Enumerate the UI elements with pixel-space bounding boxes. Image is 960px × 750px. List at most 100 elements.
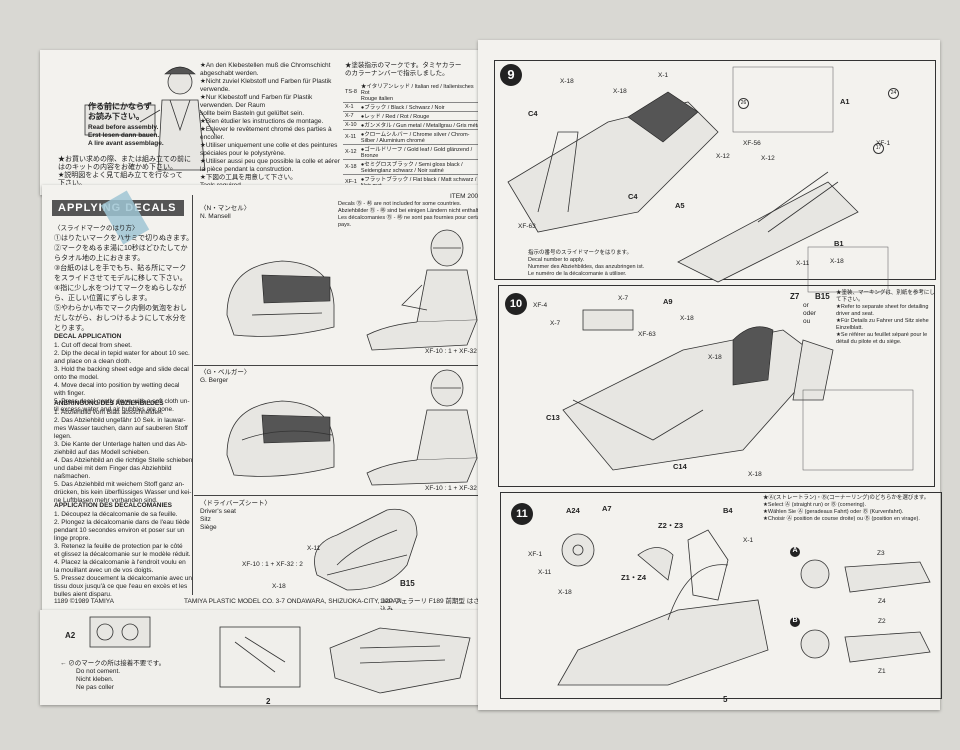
callout-label: X-18: [560, 78, 574, 85]
part-a2: A2: [65, 631, 76, 640]
no-cement-jp: ← ⊘のマークの所は接着不要です。: [60, 660, 166, 667]
seat-b15: B15: [400, 579, 415, 588]
decal-de-steps: 1. Abziehbild vom Blatt ausschneiden. 2.…: [54, 409, 193, 504]
paint-code: X-12: [343, 144, 359, 160]
paint-code: X-18: [343, 159, 359, 175]
footer-address: TAMIYA PLASTIC MODEL CO. 3-7 ONDAWARA, S…: [184, 598, 404, 605]
berger-paint-mix: XF-10 : 1 + XF-32 : 2: [425, 485, 486, 492]
paint-name: ●ゴールドリーフ / Gold leaf / Gold glänzend / B…: [358, 144, 485, 160]
paint-row: TS-8★イタリアンレッド / Italian red / Italienisc…: [343, 82, 485, 103]
seat-label: Driver's seat Sitz Siège: [200, 508, 236, 531]
mansell-paint-mix: XF-10 : 1 + XF-32 : 2: [425, 348, 486, 355]
paint-code: TS-8: [343, 82, 359, 103]
paint-name: ●ブラック / Black / Schwarz / Noir: [358, 102, 485, 112]
opt-a-z3: Z3: [877, 550, 885, 557]
engine-detail-drawing: [219, 626, 301, 688]
step-9-decal-note: 指示の番号のスライドマークをはります。 Decal number to appl…: [528, 250, 645, 277]
step-11-cockpit-drawing: [557, 529, 769, 686]
paint-code: X-11: [343, 129, 359, 145]
callout-label: A7: [602, 504, 612, 513]
decal-fr-steps: 1. Découpez la décalcomanie de sa feuill…: [54, 511, 193, 598]
intro-en: Read before assembly.: [88, 124, 159, 131]
callout-label: X-18: [830, 258, 844, 265]
page-number-left: 2: [266, 697, 271, 706]
callout-label: A1: [840, 97, 850, 106]
intro-fr: A lire avant assemblage.: [88, 140, 164, 147]
paint-code: X-7: [343, 111, 359, 121]
callout-label: Z2・Z3: [658, 521, 684, 530]
section-divider-2: [194, 495, 484, 496]
callout-label: Z1・Z4: [621, 573, 647, 582]
step-10-chassis-drawing: [562, 309, 914, 471]
callout-label: XF-56: [743, 140, 761, 147]
callout-label: C14: [673, 462, 687, 471]
callout-label: XF-63: [518, 223, 536, 230]
decal-sheet: APPLYING DECALS ITEM 20023 〈スライドマークのはり方〉…: [42, 185, 490, 613]
page-2-fragment: A2 ← ⊘のマークの所は接着不要です。 Do not cement. Nich…: [40, 610, 485, 706]
callout-label: X-18: [558, 589, 572, 596]
paint-name: ★イタリアンレッド / Italian red / Italienisches …: [358, 82, 485, 103]
decal-fr-title: APPLICATION DES DECALCOMANIES: [54, 502, 172, 509]
callout-label: A5: [675, 201, 685, 210]
seat-jp-label: 〈ドライバーズシート〉: [200, 500, 272, 507]
paint-row: X-1●ブラック / Black / Schwarz / Noir: [343, 102, 485, 112]
callout-label: XF-4: [533, 302, 548, 309]
mansell-helmet-drawing: [226, 260, 335, 337]
step-10-or: or oder ou: [803, 302, 817, 325]
option-b: B: [790, 617, 800, 627]
no-cement-fr: Ne pas coller: [76, 684, 114, 691]
seat-x11: X-11: [307, 545, 321, 552]
berger-helmet-drawing: [226, 400, 335, 477]
footer-left: 1189 ©1989 TAMIYA: [54, 598, 114, 605]
callout-label: C4: [628, 192, 638, 201]
callout-label: C4: [528, 109, 538, 118]
page-number-right: 5: [723, 695, 728, 704]
callout-label: X-11: [796, 260, 810, 267]
paint-name: ●セミグロスブラック / Semi gloss black / Seidengl…: [358, 159, 485, 175]
callout-label: X-1: [743, 537, 754, 544]
vertical-divider: [192, 195, 193, 595]
berger-jp-label: 〈G・ベルガー〉: [200, 369, 251, 376]
footer-right: 1/20 フェラーリ F189 前期型 はさみ込み: [380, 598, 486, 613]
callout-label: A9: [663, 297, 673, 306]
option-a: A: [790, 547, 800, 557]
callout-label: X-1: [658, 72, 669, 79]
callout-label: B1: [834, 239, 844, 248]
paint-row: X-7●レッド / Red / Rot / Rouge: [343, 111, 485, 121]
step-10-b15: B15: [815, 292, 830, 301]
step-11-note: ★Ⓐ(ストレートラン)・Ⓑ(コーナーリング)のどちらかを選びます。 ★Selec…: [763, 495, 930, 522]
callout-label: XF-63: [638, 331, 656, 338]
a2-part-drawing: [89, 616, 151, 648]
intro-jp-title: 作る前にかならず お読み下さい。: [88, 102, 152, 121]
intro-multilang-notes: ★An den Klebestellen muß die Chromschich…: [200, 62, 340, 189]
decal-24-marker: 24: [888, 88, 899, 99]
worker-illustration: [84, 66, 216, 171]
step-10-z7: Z7: [790, 292, 800, 301]
step-9-chassis-drawing: [507, 66, 889, 293]
intro-jp-note: ★お買い求めの際、または組み立ての前に はのキットの内容をお確かめ下さい。 ★説…: [58, 156, 191, 187]
callout-label: XF-1: [876, 140, 891, 147]
intro-de: Erst lesen dann bauen.: [88, 132, 160, 139]
seat-x18: X-18: [272, 583, 286, 590]
opt-a-z4: Z4: [878, 598, 886, 605]
step-11-frame: [500, 492, 942, 699]
step-11-number: 11: [511, 503, 533, 525]
mansell-driver-figure: [366, 229, 478, 351]
paint-row: X-18●セミグロスブラック / Semi gloss black / Seid…: [343, 159, 485, 175]
decal-en-title: DECAL APPLICATION: [54, 333, 122, 340]
decal-jp-steps: ①はりたいマークをハサミで切りぬきます。 ②マークをぬるま湯に10秒ほどひたして…: [54, 235, 194, 332]
callout-label: XF-1: [528, 551, 543, 558]
callout-label: X-12: [716, 153, 730, 160]
section-divider: [194, 365, 484, 366]
paint-row: X-12●ゴールドリーフ / Gold leaf / Gold glänzend…: [343, 144, 485, 160]
mansell-label: N. Mansell: [200, 213, 231, 220]
no-cement-en: Do not cement.: [76, 668, 121, 675]
step-9-number: 9: [500, 64, 522, 86]
berger-label: G. Berger: [200, 377, 229, 384]
decal-en-steps: 1. Cut off decal from sheet. 2. Dip the …: [54, 342, 190, 413]
paint-guide-title: ★塗装指示のマークです。タミヤカラー のカラーナンバーで指示しました。: [345, 62, 462, 77]
callout-label: X-11: [538, 569, 552, 576]
opt-b-z2: Z2: [878, 618, 886, 625]
callout-label: X-18: [708, 354, 722, 361]
option-a-drawing: [800, 559, 931, 593]
